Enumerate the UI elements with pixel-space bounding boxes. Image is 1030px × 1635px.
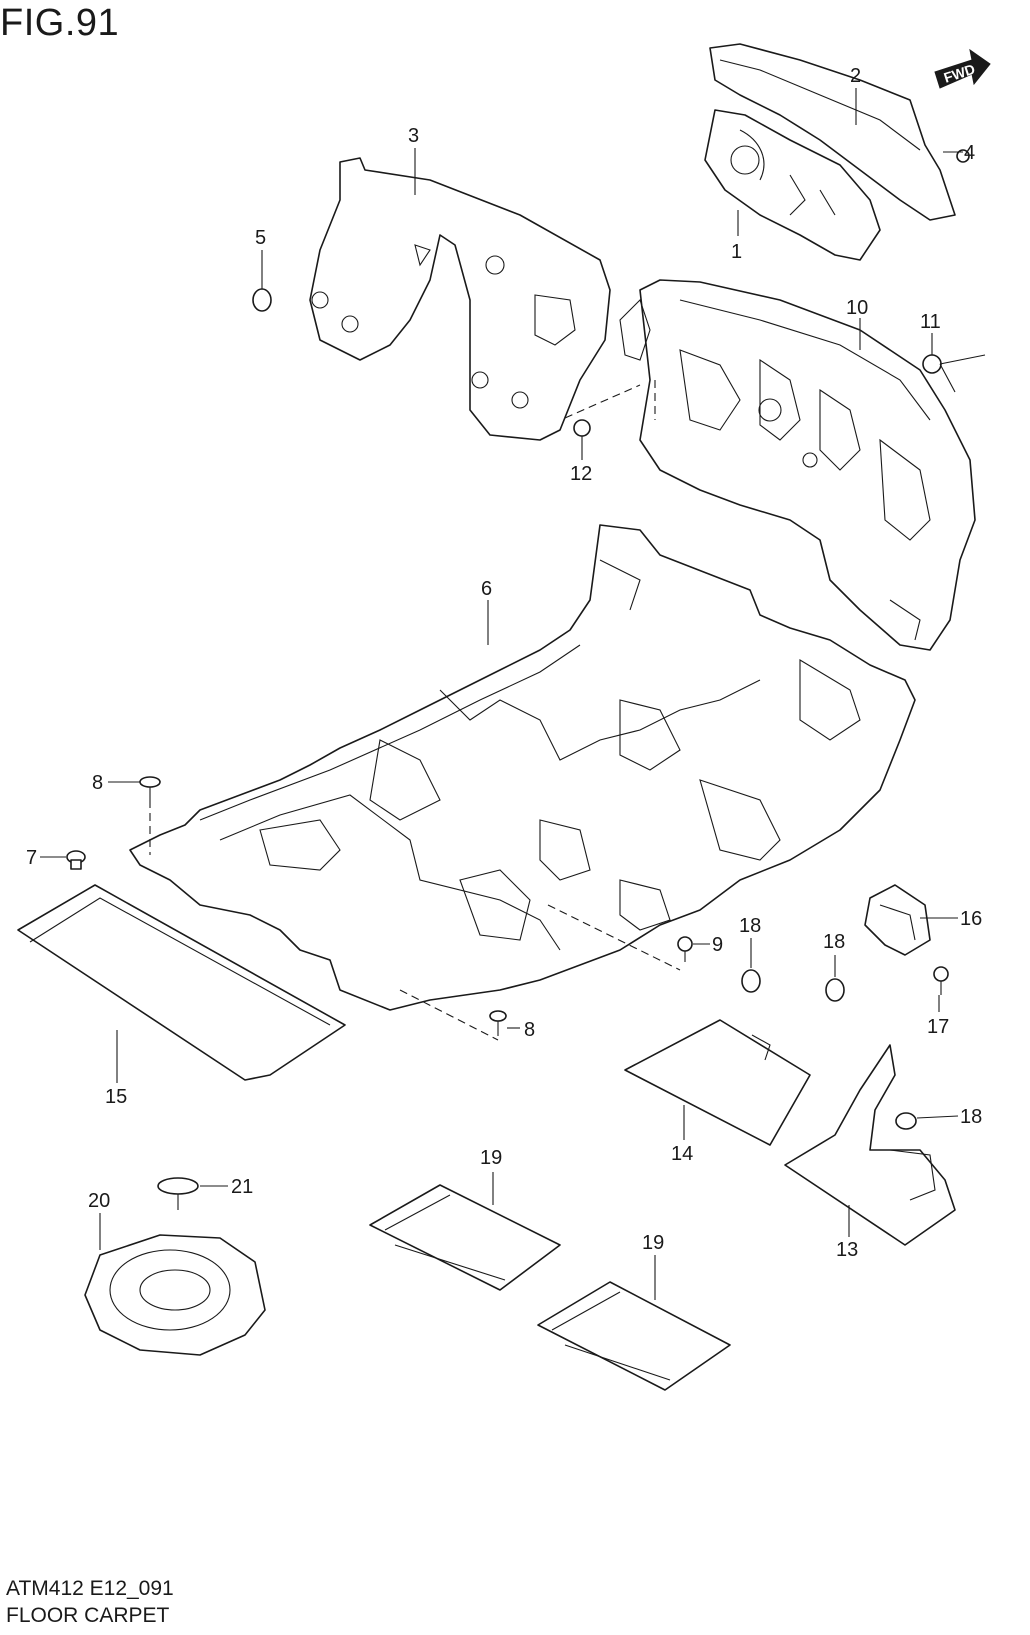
figure-name: FLOOR CARPET (6, 1604, 170, 1627)
part-1-dash-insulator (704, 109, 881, 261)
part-5-clip (252, 288, 272, 312)
part-10-dash-silencer (619, 279, 976, 651)
callout-10: 10 (846, 297, 868, 319)
part-16-bracket (864, 884, 931, 956)
part-17-bolt (933, 966, 949, 995)
part-11-clip (922, 354, 942, 374)
callout-14: 14 (671, 1143, 693, 1165)
callout-9: 9 (712, 934, 723, 956)
callout-19-a: 19 (480, 1147, 502, 1169)
callout-8-lower: 8 (524, 1019, 535, 1041)
part-6-floor-carpet (129, 524, 916, 1011)
callout-2: 2 (850, 65, 861, 87)
callout-18-b: 18 (823, 931, 845, 953)
callout-5: 5 (255, 227, 266, 249)
part-3-silencer (309, 157, 611, 441)
callout-6: 6 (481, 578, 492, 600)
part-15-luggage-mat (17, 884, 346, 1081)
part-8-pin-lower (489, 1010, 507, 1036)
callout-11: 11 (920, 311, 941, 333)
fwd-arrow-icon: FWD (934, 48, 991, 89)
callout-8-upper: 8 (92, 772, 103, 794)
callout-3: 3 (408, 125, 419, 147)
part-18-clip-3 (895, 1112, 917, 1130)
part-7-clip (66, 850, 86, 870)
part-19-mat-1 (369, 1184, 561, 1291)
part-4-clip (956, 149, 970, 163)
callout-20: 20 (88, 1190, 110, 1212)
part-18-clip-2 (825, 978, 845, 1002)
callout-15: 15 (105, 1086, 127, 1108)
part-14-trim (624, 1019, 811, 1146)
part-2-dash-upper-insulator (709, 43, 956, 221)
callout-7: 7 (26, 847, 37, 869)
callout-17: 17 (927, 1016, 949, 1038)
callout-18-a: 18 (739, 915, 761, 937)
part-19-mat-2 (537, 1281, 731, 1391)
callout-21: 21 (231, 1176, 253, 1198)
callout-12: 12 (570, 463, 592, 485)
callout-1: 1 (731, 241, 742, 263)
callout-13: 13 (836, 1239, 858, 1261)
part-21-fastener (157, 1177, 199, 1210)
part-18-clip-1 (741, 969, 761, 993)
part-9-clip (677, 936, 693, 962)
callout-19-b: 19 (642, 1232, 664, 1254)
part-12-clip (573, 419, 591, 437)
part-8-pin-upper (139, 776, 161, 800)
callout-18-c: 18 (960, 1106, 982, 1128)
figure-code: ATM412 E12_091 (6, 1577, 174, 1600)
part-20-spare-holder (84, 1234, 266, 1356)
callout-16: 16 (960, 908, 982, 930)
figure-title: FIG.91 (0, 2, 120, 44)
callout-4: 4 (964, 142, 975, 164)
fwd-label: FWD (942, 61, 977, 86)
part-13-trim (784, 1044, 956, 1246)
